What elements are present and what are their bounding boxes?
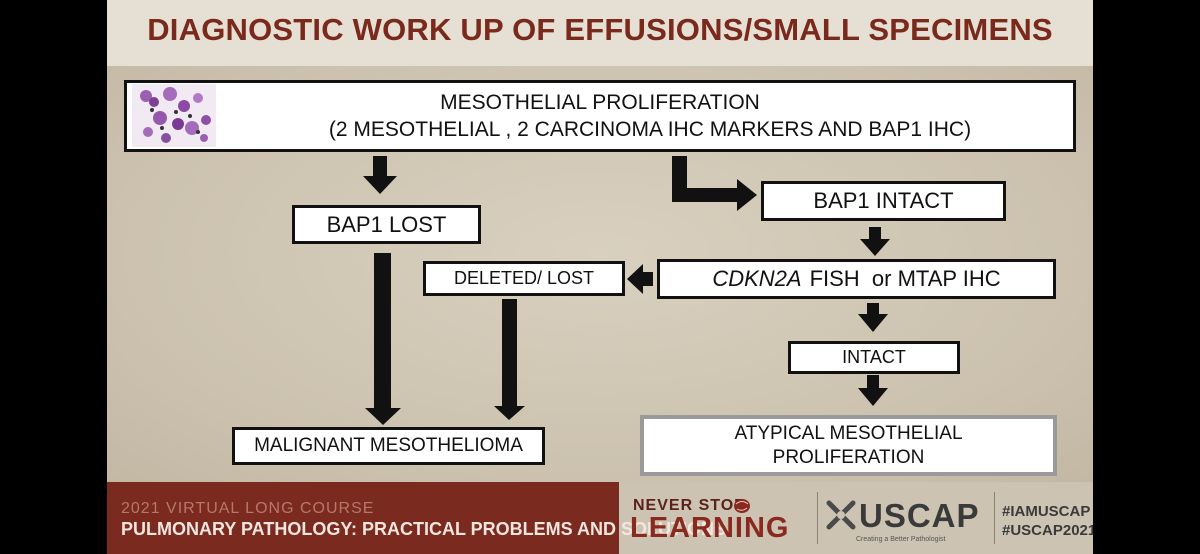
never-stop-text: NEVER STOP [633, 497, 746, 514]
elbow-arrow-to-bap1-intact [672, 156, 757, 211]
arrow-cdkn2a-to-intact [858, 303, 888, 332]
cytology-image-drawing [132, 84, 216, 147]
malignant-mesothelioma-label: MALIGNANT MESOTHELIOMA [254, 435, 523, 456]
slide: DIAGNOSTIC WORK UP OF EFFUSIONS/SMALL SP… [107, 0, 1093, 554]
bap1-lost-box: BAP1 LOST [292, 205, 481, 244]
arrow-deleted-to-malignant [494, 299, 525, 420]
bap1-intact-box: BAP1 INTACT [761, 181, 1006, 221]
deleted-lost-box: DELETED/ LOST [423, 261, 625, 296]
atypical-line1: ATYPICAL MESOTHELIAL [734, 422, 963, 444]
bap1-lost-label: BAP1 LOST [326, 211, 447, 237]
atypical-line2: PROLIFERATION [772, 446, 925, 468]
deleted-lost-label: DELETED/ LOST [453, 268, 595, 288]
footer-branding-panel [619, 482, 1093, 554]
arrow-bap1-intact-to-cdkn2a [860, 227, 890, 256]
malignant-mesothelioma-box: MALIGNANT MESOTHELIOMA [232, 427, 545, 465]
arrow-to-bap1-lost [363, 156, 397, 194]
arrow-bap1-lost-to-malignant [365, 253, 401, 425]
brain-icon [734, 499, 750, 513]
uscap-x-logo-icon [826, 500, 856, 530]
top-box-line2: (2 MESOTHELIAL , 2 CARCINOMA IHC MARKERS… [328, 118, 972, 141]
learning-text: LEARNING [630, 512, 790, 544]
cdkn2a-italic-label: CDKN2A [712, 266, 802, 291]
mesothelial-proliferation-box: MESOTHELIAL PROLIFERATION (2 MESOTHELIAL… [124, 80, 1076, 152]
course-line2: PULMONARY PATHOLOGY: PRACTICAL PROBLEMS … [121, 519, 727, 539]
flow-arrows [363, 156, 890, 425]
bap1-intact-label: BAP1 INTACT [813, 188, 954, 213]
hashtag-uscap2021: #USCAP2021 [1002, 522, 1093, 539]
cytology-thumbnail-image [132, 84, 216, 147]
cdkn2a-rest-label: FISH or MTAP IHC [809, 266, 1001, 291]
hashtag-iamuscap: #IAMUSCAP [1002, 503, 1091, 520]
slide-title: DIAGNOSTIC WORK UP OF EFFUSIONS/SMALL SP… [147, 12, 1053, 47]
uscap-tagline: Creating a Better Pathologist [856, 536, 946, 543]
footer-divider-1 [817, 492, 818, 544]
atypical-mesothelial-box: ATYPICAL MESOTHELIAL PROLIFERATION [640, 415, 1057, 476]
arrow-cdkn2a-to-deleted [627, 264, 653, 294]
course-line1: 2021 VIRTUAL LONG COURSE [121, 500, 375, 517]
intact-label: INTACT [842, 347, 906, 367]
cdkn2a-box: CDKN2A FISH or MTAP IHC [657, 259, 1056, 299]
arrow-intact-to-atypical [858, 375, 888, 406]
uscap-logo-text: USCAP [859, 497, 980, 534]
title-bar: DIAGNOSTIC WORK UP OF EFFUSIONS/SMALL SP… [107, 0, 1093, 66]
footer-divider-2 [994, 492, 995, 544]
intact-box: INTACT [788, 341, 960, 374]
top-box-line1: MESOTHELIAL PROLIFERATION [440, 91, 760, 114]
